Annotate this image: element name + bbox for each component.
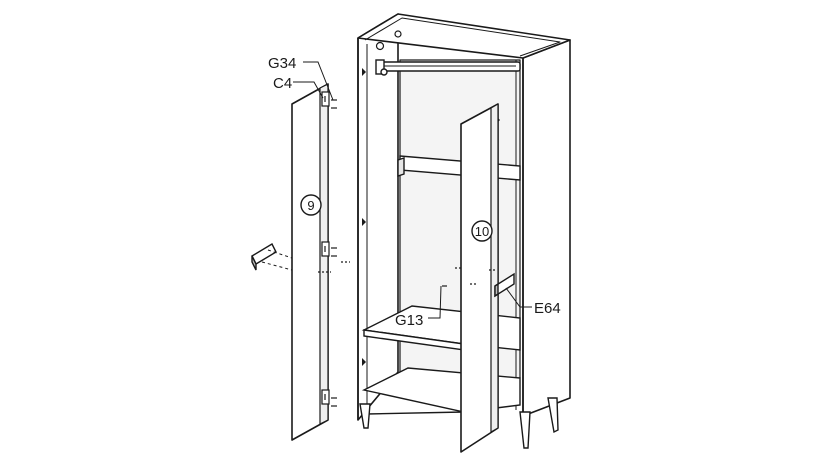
top-cam-holes: [375, 30, 402, 51]
label-e64: E64: [534, 300, 561, 317]
hanging-rail: [375, 59, 521, 76]
label-c4: C4: [273, 75, 292, 92]
handle-left-door: [251, 243, 293, 271]
door-10-number: 10: [471, 220, 493, 242]
callout-e64: E64: [505, 287, 561, 317]
door-9-number: 9: [300, 194, 322, 216]
door-right: [460, 103, 499, 453]
handle-e64: [494, 272, 515, 298]
label-g13: G13: [395, 312, 423, 329]
callout-g34: G34: [268, 55, 334, 101]
callout-g13: G13: [395, 285, 442, 329]
label-g34: G34: [268, 55, 296, 72]
left-door-screws: [318, 99, 350, 407]
cabinet-legs: [359, 397, 559, 449]
hinges: [321, 91, 330, 405]
door-10-label: 10: [475, 224, 489, 239]
door-9-label: 9: [307, 198, 314, 213]
door-left: [291, 83, 329, 441]
right-door-screws: [442, 267, 497, 287]
callout-c4: C4: [273, 75, 324, 99]
